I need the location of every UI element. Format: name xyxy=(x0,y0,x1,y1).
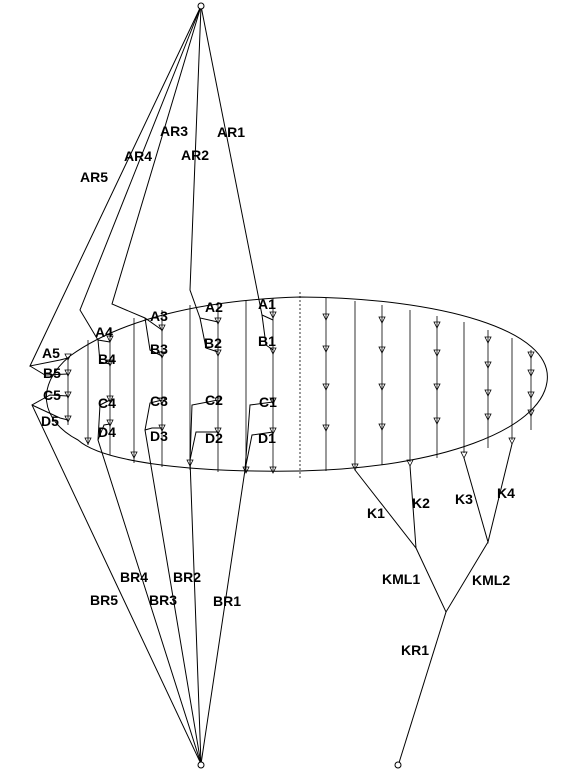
label-d2: D2 xyxy=(205,430,223,446)
label-k2: K2 xyxy=(412,495,430,511)
label-b3: B3 xyxy=(150,341,168,357)
canopy-outline xyxy=(46,296,548,472)
label-br2: BR2 xyxy=(173,569,201,585)
label-c3: C3 xyxy=(150,393,168,409)
label-ar3: AR3 xyxy=(160,123,188,139)
label-a4: A4 xyxy=(95,324,113,340)
a-risers xyxy=(29,5,274,376)
label-c5: C5 xyxy=(43,387,61,403)
label-b4: B4 xyxy=(98,351,116,367)
label-k3: K3 xyxy=(455,491,473,507)
label-ar1: AR1 xyxy=(217,124,245,140)
label-k1: K1 xyxy=(367,505,385,521)
label-kr1: KR1 xyxy=(401,642,429,658)
label-a3: A3 xyxy=(150,308,168,324)
label-kml1: KML1 xyxy=(382,571,420,587)
label-d4: D4 xyxy=(98,424,116,440)
brake-handle-node xyxy=(394,761,402,769)
label-c4: C4 xyxy=(98,395,116,411)
riser-top-node xyxy=(197,2,205,10)
label-ar5: AR5 xyxy=(80,169,108,185)
b-risers xyxy=(31,394,274,765)
label-b5: B5 xyxy=(43,365,61,381)
label-br3: BR3 xyxy=(149,592,177,608)
label-br1: BR1 xyxy=(213,593,241,609)
label-a2: A2 xyxy=(205,299,223,315)
label-b2: B2 xyxy=(204,335,222,351)
label-br4: BR4 xyxy=(120,569,148,585)
brake-lines xyxy=(354,443,513,767)
label-k4: K4 xyxy=(497,485,515,501)
label-ar4: AR4 xyxy=(124,148,152,164)
label-d3: D3 xyxy=(150,428,168,444)
label-br5: BR5 xyxy=(90,592,118,608)
label-b1: B1 xyxy=(258,333,276,349)
label-kml2: KML2 xyxy=(472,572,510,588)
label-a1: A1 xyxy=(258,296,276,312)
label-c2: C2 xyxy=(205,392,223,408)
label-c1: C1 xyxy=(259,394,277,410)
label-d5: D5 xyxy=(41,413,59,429)
label-d1: D1 xyxy=(258,430,276,446)
label-ar2: AR2 xyxy=(181,147,209,163)
cell-ribs xyxy=(67,298,532,472)
label-a5: A5 xyxy=(42,345,60,361)
riser-bottom-node xyxy=(197,761,205,769)
